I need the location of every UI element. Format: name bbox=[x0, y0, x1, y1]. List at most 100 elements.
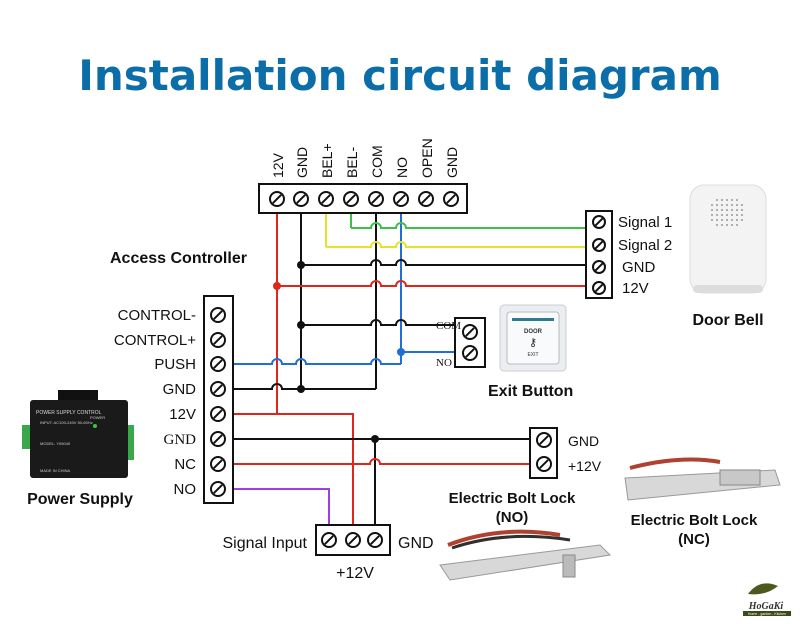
exit-face-door: DOOR bbox=[524, 329, 543, 335]
wire-exit-com bbox=[301, 319, 458, 326]
key-icon: ⚷ bbox=[529, 337, 537, 349]
screw-icon bbox=[592, 215, 606, 229]
screw-icon bbox=[293, 191, 309, 207]
ps-terminal-label: CONTROL- bbox=[118, 307, 196, 324]
title: Installation circuit diagram bbox=[78, 51, 722, 100]
screw-icon bbox=[592, 260, 606, 274]
ps-terminal-label: NO bbox=[174, 481, 197, 498]
screw-icon bbox=[536, 432, 552, 448]
top-terminal-label: BEL+ bbox=[319, 143, 335, 178]
logo-tagline: Home - garden - Kitchen bbox=[748, 612, 786, 616]
exit-com-label: COM bbox=[436, 320, 461, 332]
doorbell-terminal-label: 12V bbox=[622, 280, 649, 297]
wires bbox=[233, 213, 590, 528]
junction-dot bbox=[297, 385, 305, 393]
signal-12v-label: +12V bbox=[336, 565, 374, 582]
access-controller-label: Access Controller bbox=[110, 250, 247, 267]
lock-nc-sublabel: (NC) bbox=[678, 531, 710, 548]
wire-push bbox=[233, 358, 401, 365]
screw-icon bbox=[210, 381, 226, 397]
screw-icon bbox=[462, 324, 478, 340]
doorbell-terminal-label: Signal 2 bbox=[618, 237, 672, 254]
ps-terminal-label: 12V bbox=[169, 406, 196, 423]
screw-icon bbox=[443, 191, 459, 207]
bolt-lock-nc-image bbox=[624, 457, 781, 501]
junction-dot bbox=[297, 321, 305, 329]
power-supply-label: Power Supply bbox=[27, 491, 133, 508]
screw-icon bbox=[368, 191, 384, 207]
controller-terminal-block bbox=[258, 183, 468, 214]
screw-icon bbox=[345, 532, 361, 548]
junction-dot bbox=[273, 282, 281, 290]
bolt-lock-no-image bbox=[439, 529, 612, 581]
screw-icon bbox=[321, 532, 337, 548]
doorbell-terminal-label: GND bbox=[622, 259, 656, 276]
wire-ps-gnd bbox=[233, 383, 376, 390]
top-terminal-label: COM bbox=[369, 145, 385, 178]
doorbell-image bbox=[689, 184, 767, 294]
junction-dot bbox=[297, 261, 305, 269]
lock-gnd-label: GND bbox=[568, 433, 599, 449]
screw-icon bbox=[343, 191, 359, 207]
doorbell-terminal-label: Signal 1 bbox=[618, 214, 672, 231]
junction-dot bbox=[371, 435, 379, 443]
ps-made: MADE IN CHINA bbox=[40, 468, 71, 473]
wire-signal2 bbox=[326, 241, 590, 248]
junction-dot bbox=[397, 348, 405, 356]
screw-icon bbox=[210, 481, 226, 497]
wire-nc bbox=[233, 458, 533, 465]
top-terminal-label: BEL- bbox=[344, 147, 360, 178]
ps-power: POWER bbox=[90, 415, 105, 420]
exit-no-label: NO bbox=[436, 357, 452, 369]
logo-name: HoGaKi bbox=[748, 601, 784, 612]
ps-terminal-label: NC bbox=[174, 456, 196, 473]
screw-icon bbox=[462, 345, 478, 361]
screw-icon bbox=[418, 191, 434, 207]
lock-12v-label: +12V bbox=[568, 458, 602, 474]
ps-input: INPUT: AC100-240V 50-60Hz bbox=[40, 420, 93, 425]
ps-terminal-label: GND bbox=[163, 381, 197, 398]
top-terminal-label: GND bbox=[444, 147, 460, 178]
screw-icon bbox=[318, 191, 334, 207]
signal-gnd-label: GND bbox=[398, 535, 434, 552]
screw-icon bbox=[210, 356, 226, 372]
top-terminal-label: GND bbox=[294, 147, 310, 178]
top-terminal-label: NO bbox=[394, 157, 410, 178]
screw-icon bbox=[592, 238, 606, 252]
power-supply-image: POWER SUPPLY CONTROL INPUT: AC100-240V 5… bbox=[22, 390, 134, 478]
screw-icon bbox=[210, 406, 226, 422]
exit-button-image: DOOR ⚷ EXIT bbox=[499, 304, 567, 372]
ps-terminal-label: PUSH bbox=[154, 356, 196, 373]
exit-face-exit: EXIT bbox=[527, 352, 538, 358]
wire-no-signal bbox=[233, 488, 330, 528]
screw-icon bbox=[210, 456, 226, 472]
exit-button-label: Exit Button bbox=[488, 383, 573, 400]
ps-terminal-label: CONTROL+ bbox=[114, 332, 196, 349]
screw-icon bbox=[210, 307, 226, 323]
screw-icon bbox=[210, 332, 226, 348]
ps-header: POWER SUPPLY CONTROL bbox=[36, 410, 102, 416]
screw-icon bbox=[536, 456, 552, 472]
wire-signal1 bbox=[351, 222, 590, 229]
lock-no-sublabel: (NO) bbox=[496, 509, 529, 526]
wire-bell-12v bbox=[277, 280, 590, 287]
screw-icon bbox=[367, 532, 383, 548]
door-bell-label: Door Bell bbox=[692, 312, 763, 329]
ps-terminal-label: GND bbox=[164, 432, 197, 448]
hogaki-logo: HoGaKi Home - garden - Kitchen bbox=[743, 583, 791, 616]
lock-no-label: Electric Bolt Lock bbox=[449, 490, 576, 507]
screw-icon bbox=[592, 281, 606, 295]
lock-nc-label: Electric Bolt Lock bbox=[631, 512, 758, 529]
screw-icon bbox=[269, 191, 285, 207]
ps-model: MODEL: Y05040 bbox=[40, 441, 71, 446]
screw-icon bbox=[210, 431, 226, 447]
screw-icon bbox=[393, 191, 409, 207]
power-led-icon bbox=[93, 424, 97, 428]
wire-ps-12v bbox=[233, 413, 354, 528]
top-terminal-label: OPEN bbox=[419, 138, 435, 178]
top-terminal-label: 12V bbox=[270, 152, 286, 178]
signal-input-label: Signal Input bbox=[222, 535, 307, 552]
wire-bell-gnd bbox=[301, 259, 590, 266]
